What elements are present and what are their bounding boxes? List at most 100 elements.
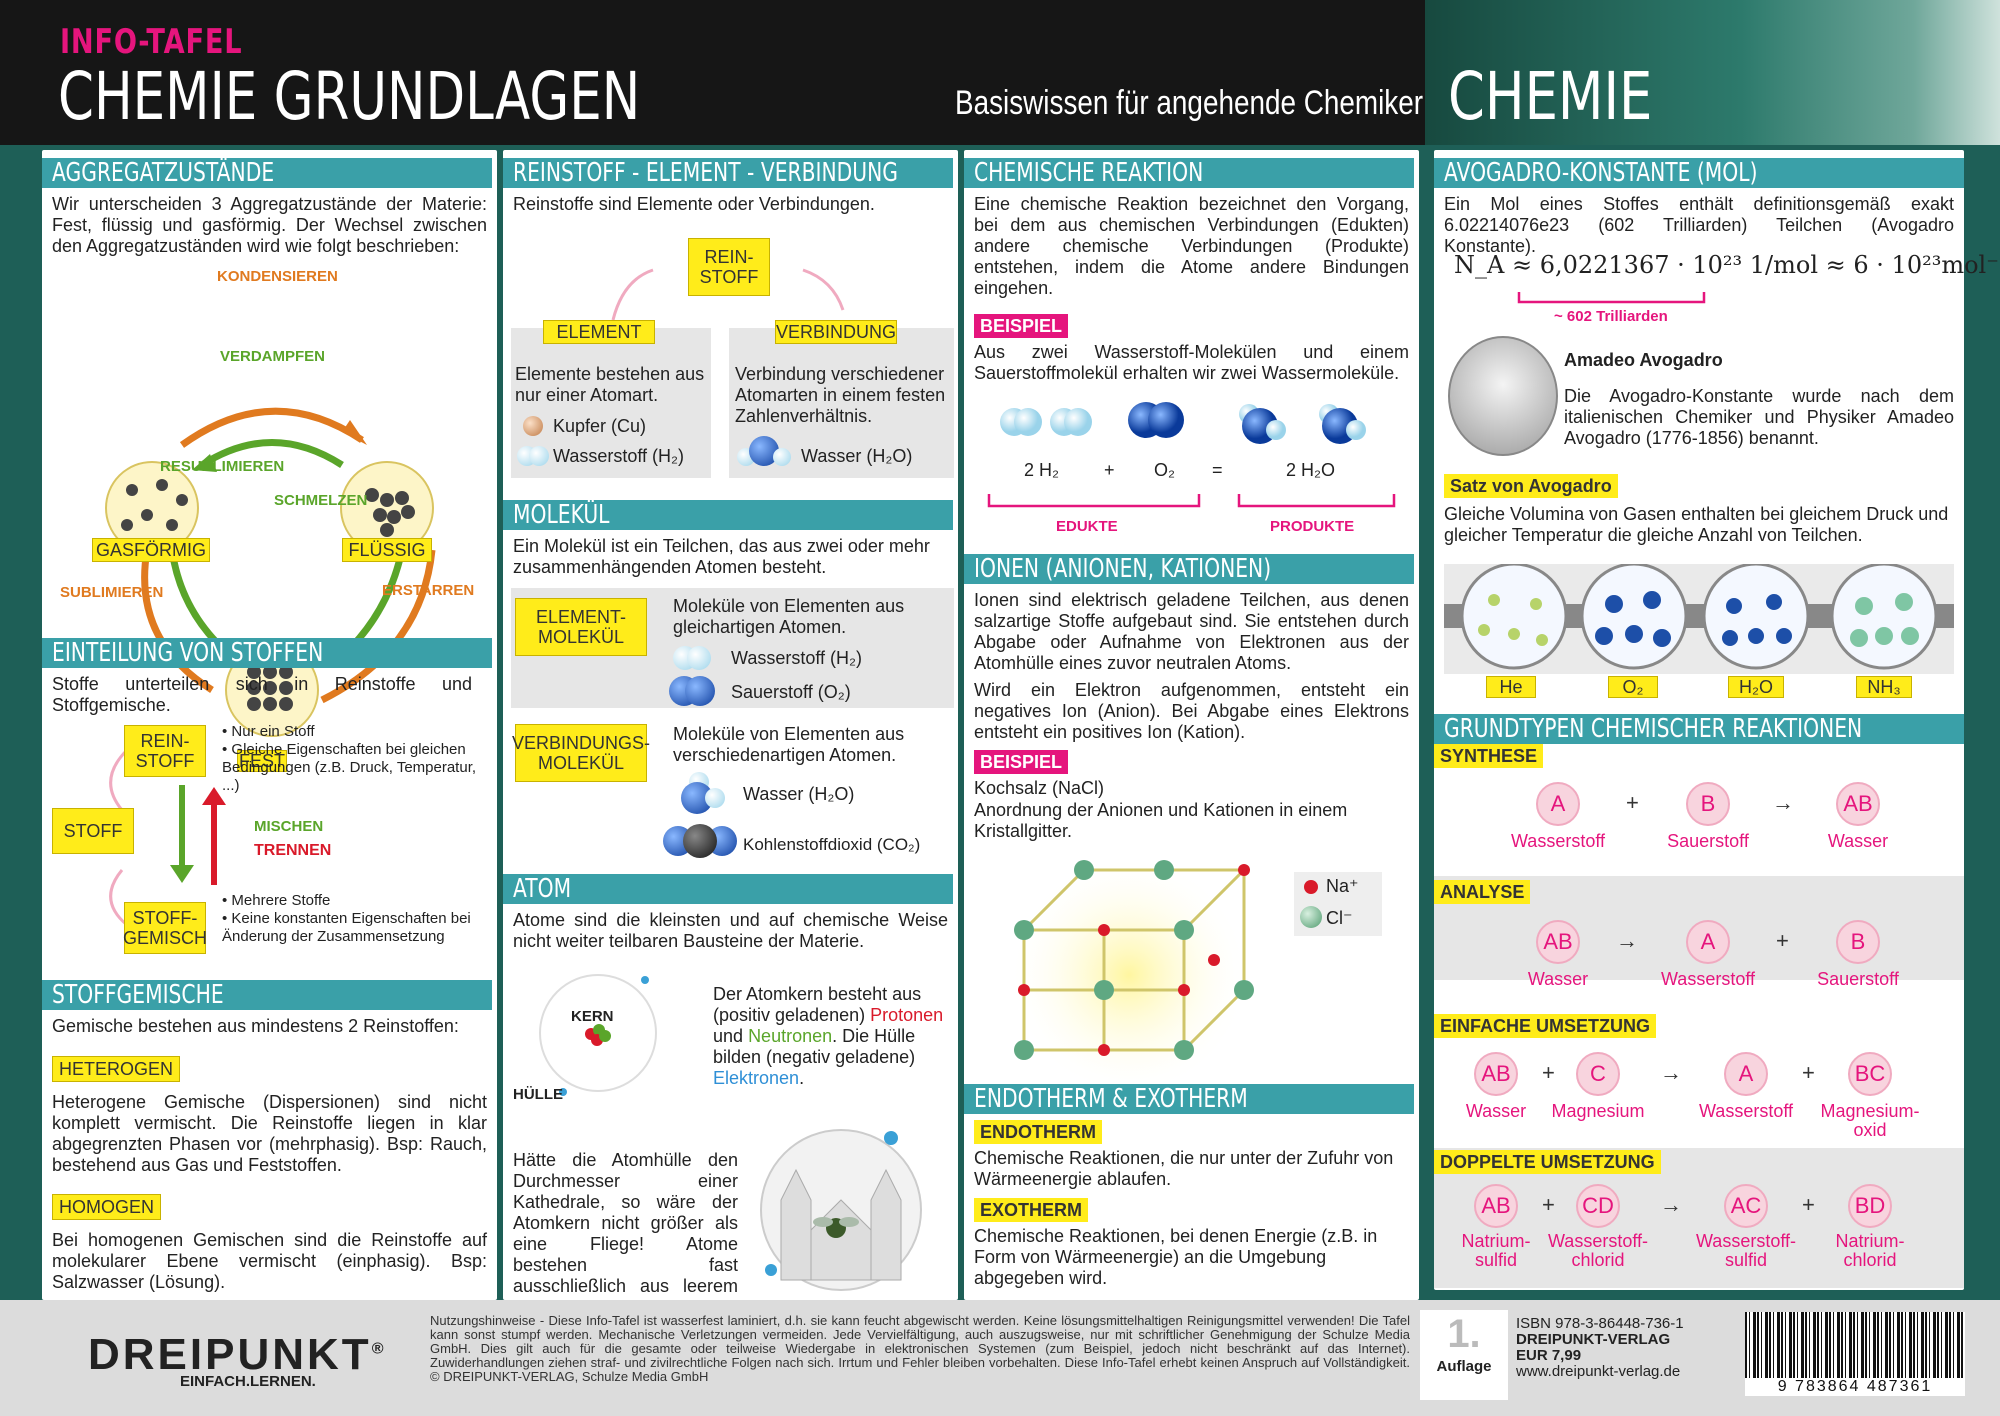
ein-name-ab: Wasser — [1465, 1101, 1527, 1121]
element-molekuel-label: ELEMENT- MOLEKÜL — [515, 598, 647, 656]
section-title-atom: ATOM — [503, 874, 953, 904]
doppelte-tag: DOPPELTE UMSETZUNG — [1434, 1150, 1661, 1174]
section-title-aggregat: AGGREGATZUSTÄNDE — [42, 158, 492, 188]
kathedrale-text: Hätte die Atomhülle den Durchmesser eine… — [513, 1150, 738, 1317]
dop-circle-ab: AB — [1474, 1184, 1518, 1228]
label-erstarren: ERSTARREN — [382, 582, 475, 599]
o2-label: Sauerstoff (O₂) — [731, 682, 851, 702]
edukte-label: EDUKTE — [1056, 518, 1118, 535]
ana-name-b: Sauerstoff — [1817, 969, 1899, 989]
equation-o2: O₂ — [1154, 460, 1175, 480]
einteilung-diagram — [109, 748, 226, 927]
gas-label-h2o: H₂O — [1728, 676, 1784, 698]
kern-label: KERN — [571, 1008, 614, 1025]
info-label: INFO-TAFEL — [60, 22, 243, 62]
label-sublimieren: SUBLIMIEREN — [60, 584, 164, 601]
ein-arrow: → — [1660, 1060, 1682, 1085]
avogadro-portrait — [1448, 336, 1558, 456]
co2-label: Kohlenstoffdioxid (CO₂) — [743, 835, 921, 854]
tag-heterogen: HETEROGEN — [52, 1056, 181, 1082]
syn-circle-a: A — [1536, 782, 1580, 826]
page-subtitle: Basiswissen für angehende Chemiker — [955, 84, 1424, 122]
column-1: AGGREGATZUSTÄNDE Wir unterscheiden 3 Agg… — [42, 150, 497, 1300]
ein-circle-bc: BC — [1848, 1052, 1892, 1096]
dop-plus-2: + — [1802, 1192, 1815, 1217]
label-verdampfen: VERDAMPFEN — [220, 348, 326, 365]
equation-plus: + — [1104, 460, 1115, 480]
label-fest: FEST — [237, 750, 287, 772]
barcode — [1745, 1312, 1965, 1378]
beispiel-text: Aus zwei Wasserstoff-Molekülen und einem… — [974, 342, 1409, 383]
h2-label: Wasserstoff (H₂) — [731, 648, 863, 668]
equation-h2o: 2 H₂O — [1286, 460, 1335, 480]
kupfer-atom-icon — [523, 416, 543, 436]
cl-label: Cl⁻ — [1326, 908, 1353, 928]
footer — [0, 1300, 2000, 1416]
label-schmelzen: SCHMELZEN — [274, 492, 368, 509]
tag-homogen: HOMOGEN — [52, 1194, 162, 1220]
ein-name-c: Magnesium — [1551, 1101, 1645, 1121]
label-resublimieren: RESUBLIMIEREN — [160, 458, 285, 475]
o2-molecule-icon — [669, 676, 715, 706]
avogadro-name: Amadeo Avogadro — [1564, 350, 1723, 370]
syn-name-a: Wasserstoff — [1510, 831, 1606, 851]
wasser-molecule-icon — [737, 436, 793, 468]
wasserstoff-label: Wasserstoff (H₂) — [553, 446, 685, 466]
ana-circle-a: A — [1686, 920, 1730, 964]
avogadro-text: Ein Mol eines Stoffes enthält definition… — [1444, 194, 1954, 256]
ionen-text-2: Wird ein Elektron aufgenommen, entsteht … — [974, 680, 1409, 742]
section-title-reaktion: CHEMISCHE REAKTION — [964, 158, 1414, 188]
section-title-molekuel: MOLEKÜL — [503, 500, 953, 530]
kochsalz-text: Anordnung der Anionen und Kationen in ei… — [974, 800, 1348, 841]
molekuel-text: Ein Molekül ist ein Teilchen, das aus zw… — [513, 536, 930, 577]
dop-circle-ac: AC — [1724, 1184, 1768, 1228]
equation-h2: 2 H₂ — [1024, 460, 1059, 480]
dop-plus-1: + — [1542, 1192, 1555, 1217]
syn-circle-b: B — [1686, 782, 1730, 826]
gemisch-bullet-2: • Keine konstanten Eigenschaften bei Änd… — [222, 910, 471, 945]
syn-arrow: → — [1772, 790, 1794, 815]
dop-name-ab: Natrium- sulfid — [1461, 1231, 1531, 1270]
trilliarden-label: ~ 602 Trilliarden — [1554, 308, 1668, 325]
barcode-number: 9 783864 487361 — [1745, 1378, 1965, 1396]
ana-name-ab: Wasser — [1527, 969, 1589, 989]
verbindungs-molekuel-label: VERBINDUNGS- MOLEKÜL — [512, 724, 650, 782]
ana-arrow: → — [1616, 928, 1638, 953]
avogadro-bio: Die Avogadro-Konstante wurde nach dem it… — [1564, 386, 1954, 448]
homogen-text: Bei homogenen Gemischen sind die Reinsto… — [52, 1230, 487, 1292]
auflage-number: 1. — [1447, 1312, 1481, 1356]
arrow-kondensieren — [179, 407, 364, 448]
analyse-tag: ANALYSE — [1434, 880, 1531, 904]
ionen-beispiel-tag: BEISPIEL — [974, 750, 1069, 774]
dop-name-ac: Wasserstoff- sulfid — [1695, 1231, 1797, 1270]
element-molekuel-text: Moleküle von Elementen aus gleichartigen… — [673, 596, 905, 637]
verbindung-text: Verbindung verschiedener Atomarten in ei… — [735, 364, 946, 426]
h2-molecule-icon — [673, 646, 711, 670]
einfache-tag: EINFACHE UMSETZUNG — [1434, 1014, 1657, 1038]
element-label: ELEMENT — [543, 320, 655, 344]
arrow-verdampfen — [200, 439, 344, 468]
einteilung-stoffgemisch: STOFF- GEMISCH — [123, 902, 207, 954]
dreipunkt-logo: DREIPUNKT® — [88, 1330, 387, 1379]
ein-name-bc: Magnesium- oxid — [1820, 1101, 1920, 1140]
endotherm-text: Chemische Reaktionen, die nur unter der … — [974, 1148, 1394, 1189]
kupfer-label: Kupfer (Cu) — [553, 416, 647, 436]
page-title: CHEMIE GRUNDLAGEN — [58, 58, 641, 135]
section-title-gemische: STOFFGEMISCHE — [42, 980, 492, 1010]
reinstoff-box: REIN- STOFF — [688, 238, 770, 296]
dop-name-cd: Wasserstoff- chlorid — [1547, 1231, 1649, 1270]
section-title-grundtypen: GRUNDTYPEN CHEMISCHER REAKTIONEN — [1434, 714, 1964, 744]
einteilung-text: Stoffe unterteilen sich in Reinstoffe un… — [52, 674, 472, 715]
endotherm-tag: ENDOTHERM — [974, 1120, 1102, 1144]
arrow-sublimieren — [141, 549, 214, 693]
syn-circle-ab: AB — [1836, 782, 1880, 826]
h2o-molecule-icon — [671, 772, 727, 814]
column-3: CHEMISCHE REAKTION Eine chemische Reakti… — [964, 150, 1419, 1300]
h2o-label: Wasser (H₂O) — [743, 784, 855, 804]
dop-name-bd: Natrium- chlorid — [1835, 1231, 1905, 1270]
usage-note: Nutzungshinweise - Diese Info-Tafel ist … — [430, 1313, 1410, 1384]
section-title-reinstoff: REINSTOFF - ELEMENT - VERBINDUNG — [503, 158, 953, 188]
label-trennen: TRENNEN — [254, 842, 332, 859]
syn-plus: + — [1626, 790, 1639, 815]
reaktion-text: Eine chemische Reaktion bezeichnet den V… — [974, 194, 1409, 298]
